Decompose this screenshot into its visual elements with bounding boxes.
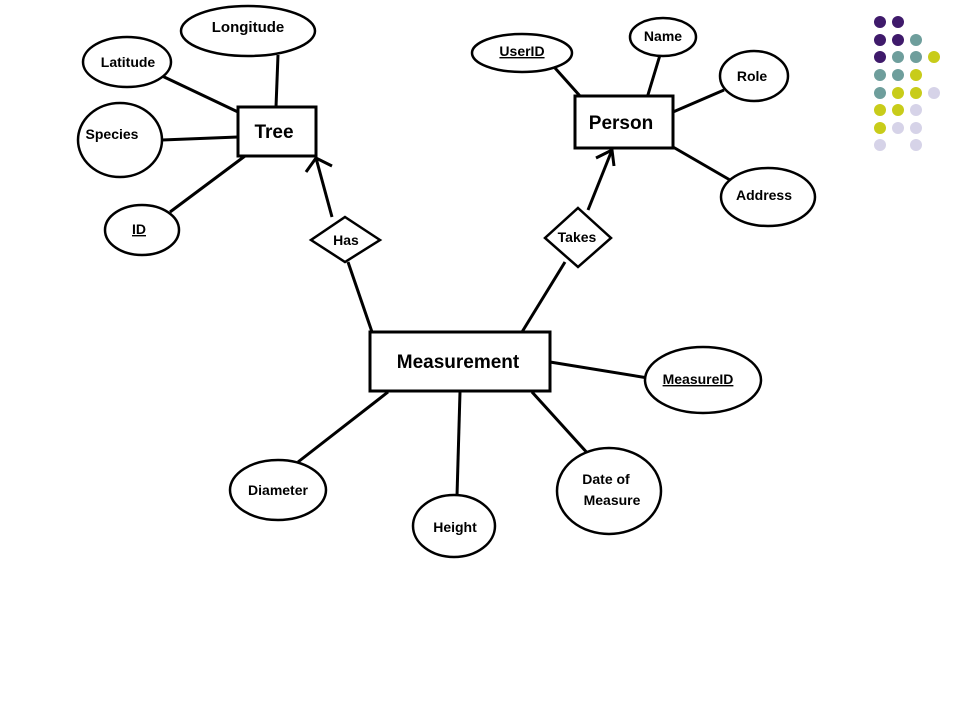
attribute-latitude-label: Latitude — [101, 54, 156, 70]
connector-has-measurement — [346, 261, 374, 333]
dot — [892, 51, 904, 63]
entity-tree-label: Tree — [254, 122, 293, 143]
dot — [928, 51, 940, 63]
dot — [892, 104, 904, 116]
dot — [910, 139, 922, 151]
attribute-name: Name — [628, 16, 698, 58]
dot — [874, 122, 886, 134]
attribute-tree-id-label: ID — [132, 221, 146, 237]
connector-takes-measurement — [520, 261, 567, 333]
dot — [910, 69, 922, 81]
attribute-userid-label: UserID — [499, 43, 544, 59]
attribute-name-label: Name — [644, 28, 682, 44]
dot — [910, 87, 922, 99]
dot — [892, 16, 904, 28]
attribute-date-label-line1: Date of — [582, 471, 630, 487]
attribute-height-label: Height — [433, 519, 477, 535]
connector-takes-person — [586, 149, 614, 211]
connector-latitude — [159, 73, 239, 114]
connector-measureid — [549, 360, 649, 380]
attribute-height: Height — [411, 493, 497, 559]
arrowhead-has — [304, 156, 333, 173]
entity-measurement: Measurement — [368, 330, 552, 393]
connector-role — [672, 88, 725, 114]
dot — [874, 51, 886, 63]
connector-longitude — [274, 54, 280, 108]
relationship-has-label: Has — [333, 232, 359, 248]
attribute-species-label: Species — [86, 126, 139, 142]
dot — [874, 34, 886, 46]
connector-has-tree — [314, 157, 334, 218]
attribute-userid: UserID — [470, 32, 574, 74]
attribute-role: Role — [718, 49, 790, 103]
connector-address — [672, 145, 731, 182]
attribute-address: Address — [719, 166, 817, 228]
attribute-tree-id: ID — [103, 203, 181, 257]
attribute-diameter: Diameter — [228, 458, 328, 522]
connector-userid — [553, 67, 582, 97]
relationship-takes-label: Takes — [558, 229, 597, 245]
attribute-diameter-label: Diameter — [248, 482, 308, 498]
decorative-dot-grid — [874, 16, 940, 151]
attribute-species: Species — [76, 101, 164, 179]
dot — [910, 51, 922, 63]
dot — [910, 122, 922, 134]
dot — [892, 122, 904, 134]
connector-name — [645, 54, 662, 99]
attribute-longitude-label: Longitude — [212, 19, 284, 36]
relationship-has: Has — [308, 215, 383, 264]
entity-tree: Tree — [236, 105, 318, 158]
attribute-latitude: Latitude — [81, 35, 173, 89]
attribute-measureid: MeasureID — [643, 345, 763, 415]
entity-person: Person — [573, 94, 675, 150]
connector-height — [455, 391, 462, 497]
dot — [892, 69, 904, 81]
dot — [874, 139, 886, 151]
dot — [874, 69, 886, 81]
relationship-takes: Takes — [543, 206, 613, 269]
connector-id — [169, 154, 246, 214]
dot — [874, 104, 886, 116]
dot — [928, 87, 940, 99]
dot — [892, 34, 904, 46]
dot — [874, 87, 886, 99]
arrowhead-takes — [595, 147, 616, 167]
connector-diameter — [297, 390, 389, 464]
connector-species — [161, 135, 239, 142]
entity-person-label: Person — [589, 113, 653, 134]
dot — [910, 104, 922, 116]
attribute-date-label-line2: Measure — [584, 492, 641, 508]
connector-date — [530, 390, 592, 458]
attribute-measureid-label: MeasureID — [663, 371, 734, 387]
dot — [910, 34, 922, 46]
attribute-address-label: Address — [736, 187, 792, 203]
attribute-longitude: Longitude — [179, 4, 317, 58]
dot — [874, 16, 886, 28]
entity-measurement-label: Measurement — [397, 352, 520, 373]
connector-lines — [159, 54, 731, 497]
attribute-role-label: Role — [737, 68, 768, 84]
dot — [892, 87, 904, 99]
attribute-date-of-measure: Date of Measure — [555, 446, 663, 536]
